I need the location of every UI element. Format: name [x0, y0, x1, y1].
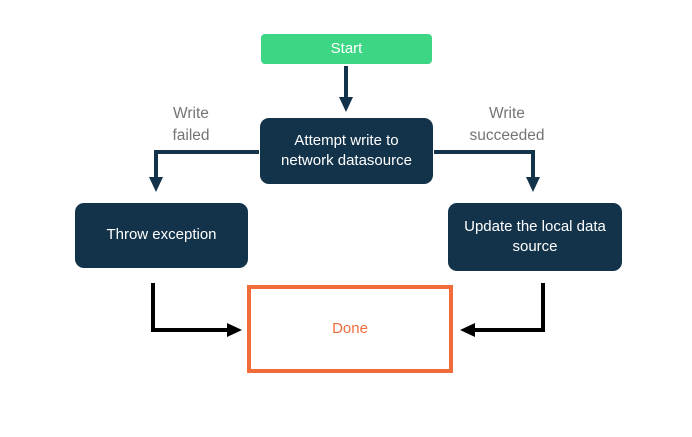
node-start: Start: [261, 34, 432, 64]
arrow-attempt-to-update: [434, 150, 540, 192]
arrow-attempt-to-throw: [149, 150, 259, 192]
node-throw-exception-label: Throw exception: [106, 226, 217, 244]
node-update-local-data: Update the local data source: [448, 203, 622, 271]
node-done-label: Done: [332, 319, 368, 337]
node-attempt-write: Attempt write to network datasource: [260, 118, 433, 184]
node-throw-exception: Throw exception: [75, 203, 248, 268]
node-update-local-data-label: Update the local data source: [464, 217, 606, 255]
arrow-update-to-done: [460, 283, 545, 337]
node-attempt-write-label: Attempt write to network datasource: [281, 131, 412, 169]
node-done: Done: [247, 285, 453, 373]
arrow-throw-to-done: [151, 283, 242, 337]
edge-label-write-failed: Write failed: [172, 105, 210, 145]
edge-label-write-succeeded: Write succeeded: [469, 105, 545, 145]
node-start-label: Start: [330, 39, 363, 57]
